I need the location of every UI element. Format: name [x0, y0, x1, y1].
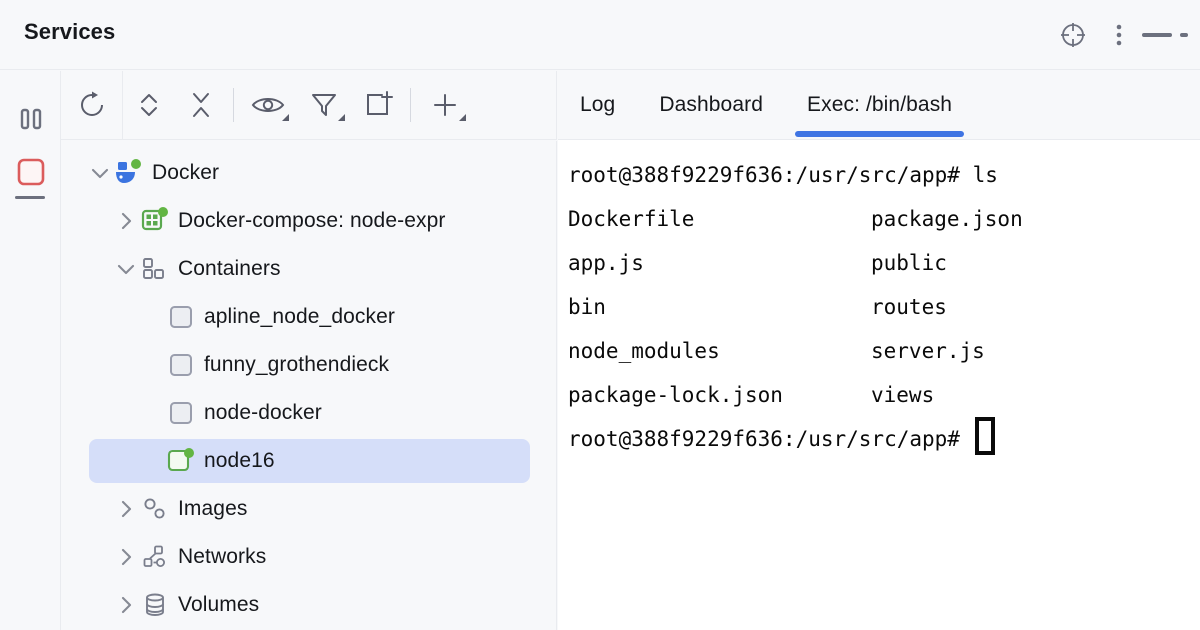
chevron-down-icon: [459, 113, 466, 121]
service-detail-pane: Log Dashboard Exec: /bin/bash root@388f922…: [558, 71, 1200, 630]
container-stopped-icon: [165, 399, 197, 427]
tree-row[interactable]: Docker-compose: node-expr: [61, 197, 556, 245]
run-controls-rail: [0, 71, 61, 630]
images-icon: [139, 495, 171, 523]
refresh-icon[interactable]: [61, 71, 122, 140]
tab-label: Log: [580, 93, 616, 116]
collapse-all-icon[interactable]: [175, 71, 227, 140]
terminal-line: app.js public: [568, 241, 1200, 285]
tab-label: Dashboard: [659, 93, 763, 116]
active-tab-underline: [794, 130, 965, 137]
container-running-icon: [165, 447, 197, 475]
tree-twisty-right-icon[interactable]: [113, 496, 139, 522]
terminal-column-2: server.js: [871, 339, 985, 363]
header-action-group: [1050, 0, 1200, 70]
tree-row[interactable]: apline_node_docker: [61, 293, 556, 341]
tree-row-label: Docker: [152, 161, 220, 184]
terminal-line: Dockerfile package.json: [568, 197, 1200, 241]
terminal-column-1: node_modules: [568, 339, 720, 363]
tree-row[interactable]: Volumes: [61, 581, 556, 629]
exec-terminal-output[interactable]: root@388f9229f636:/usr/src/app# ls Docker…: [558, 141, 1200, 630]
tab-dashboard[interactable]: Dashboard: [637, 71, 785, 140]
plus-icon[interactable]: [417, 71, 473, 140]
terminal-column-2: public: [871, 251, 947, 275]
stop-icon[interactable]: [0, 146, 61, 198]
tree-row[interactable]: Images: [61, 485, 556, 533]
tree-row[interactable]: node16: [61, 437, 556, 485]
tab-label: Exec: /bin/bash: [806, 93, 953, 116]
new-tab-icon[interactable]: [352, 71, 404, 140]
tree-twisty-down-icon[interactable]: [113, 256, 139, 282]
terminal-column-2: views: [871, 383, 935, 407]
tree-toolbar: [61, 70, 557, 140]
tree-row-label: Containers: [178, 257, 281, 280]
chevron-down-icon: [338, 113, 345, 121]
container-stopped-icon: [165, 303, 197, 331]
filter-icon[interactable]: [296, 71, 352, 140]
tree-row-label: apline_node_docker: [204, 305, 395, 328]
terminal-line: root@388f9229f636:/usr/src/app# ls: [568, 163, 998, 187]
tree-twisty-right-icon[interactable]: [113, 592, 139, 618]
docker-compose-icon: [139, 207, 171, 235]
toolbar-divider: [233, 88, 234, 122]
tree-twisty-right-icon[interactable]: [113, 208, 139, 234]
minimize-icon[interactable]: [1142, 12, 1200, 58]
terminal-line: root@388f9229f636:/usr/src/app#: [568, 417, 1200, 461]
terminal-column-1: Dockerfile: [568, 207, 695, 231]
terminal-column-1: app.js: [568, 251, 644, 275]
networks-icon: [139, 543, 171, 571]
terminal-column-2: package.json: [871, 207, 1023, 231]
eye-icon[interactable]: [240, 71, 296, 140]
tab-strip: Log Dashboard Exec: /bin/bash: [558, 71, 1200, 140]
minus-separator-icon: [15, 196, 45, 199]
pause-icon[interactable]: [0, 93, 61, 145]
tree-row-label: Volumes: [178, 593, 260, 616]
tree-row[interactable]: Networks: [61, 533, 556, 581]
chevron-down-icon: [282, 113, 289, 121]
tree-row-label: Networks: [178, 545, 267, 568]
terminal-line: bin routes: [568, 285, 1200, 329]
terminal-line: node_modules server.js: [568, 329, 1200, 373]
docker-whale-icon: [113, 159, 145, 187]
expand-all-icon[interactable]: [123, 71, 175, 140]
tree-row-label: Images: [178, 497, 248, 520]
tab-exec-bin-bash[interactable]: Exec: /bin/bash: [785, 71, 974, 140]
toolbar-divider: [410, 88, 411, 122]
window-header: Services: [0, 0, 1200, 70]
selection-highlight: [89, 439, 530, 483]
locate-crosshair-icon[interactable]: [1050, 12, 1096, 58]
terminal-column-1: bin: [568, 295, 606, 319]
tree-row-label: node-docker: [204, 401, 322, 424]
page-title: Services: [24, 19, 116, 44]
container-stopped-icon: [165, 351, 197, 379]
tab-log[interactable]: Log: [558, 71, 637, 140]
terminal-line: package-lock.json views: [568, 373, 1200, 417]
volumes-icon: [139, 591, 171, 619]
more-options-icon[interactable]: [1096, 12, 1142, 58]
containers-icon: [139, 255, 171, 283]
terminal-column-1: package-lock.json: [568, 383, 783, 407]
tree-row-label: funny_grothendieck: [204, 353, 390, 376]
tree-twisty-right-icon[interactable]: [113, 544, 139, 570]
tree-row[interactable]: Containers: [61, 245, 556, 293]
tree-row-label: node16: [204, 449, 275, 472]
tree-row[interactable]: node-docker: [61, 389, 556, 437]
terminal-column-2: routes: [871, 295, 947, 319]
tree-row-label: Docker-compose: node-expr: [178, 209, 446, 232]
tree-row[interactable]: funny_grothendieck: [61, 341, 556, 389]
tree-twisty-down-icon[interactable]: [87, 160, 113, 186]
tree-row[interactable]: Docker: [61, 149, 556, 197]
terminal-cursor: [974, 417, 995, 455]
